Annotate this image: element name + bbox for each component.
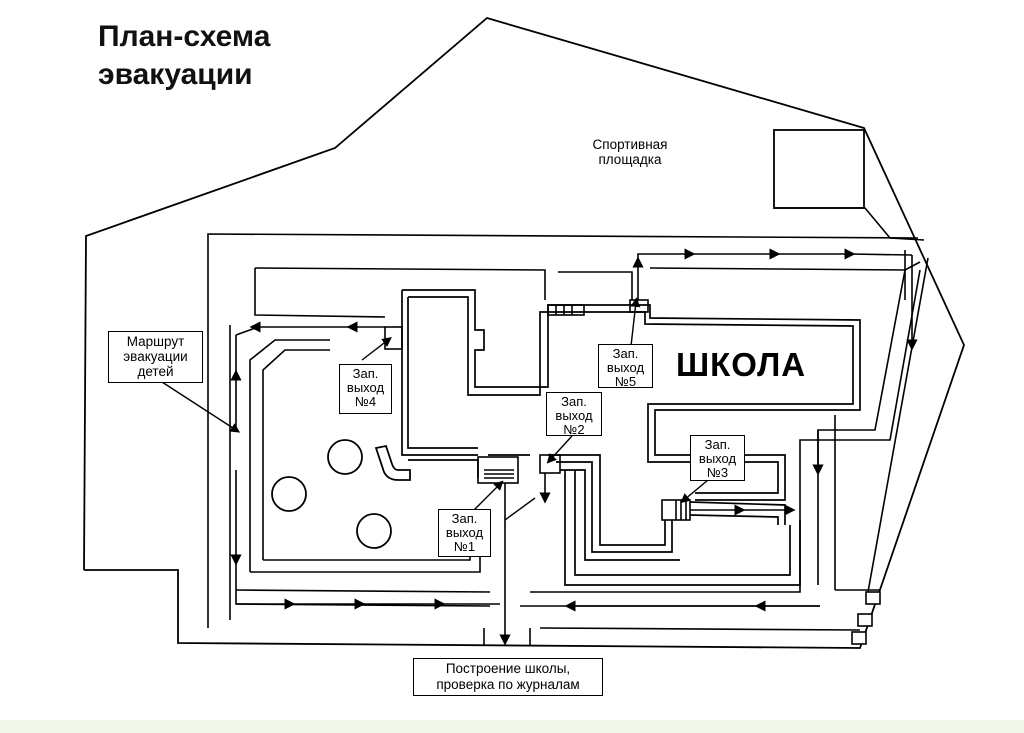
- inner-roads: [207, 233, 921, 645]
- route-label-line-2: эвакуации: [123, 349, 188, 364]
- exit-vestibules: [384, 299, 691, 521]
- exit-3-line-1: Зап.: [704, 437, 731, 452]
- page-title: План-схема эвакуации: [98, 18, 270, 94]
- exit-3-line-3: №3: [706, 465, 729, 480]
- scan-edge: [0, 720, 1024, 733]
- title-line-2: эвакуации: [98, 58, 253, 91]
- exit-1-line-3: №1: [453, 539, 476, 554]
- exit-3-line-2: выход: [698, 451, 737, 466]
- sports-ground-label-line-2: площадка: [598, 152, 662, 167]
- exit-1-line-1: Зап.: [451, 511, 478, 526]
- route-label-line-1: Маршрут: [126, 334, 185, 349]
- east-gates: [851, 591, 881, 645]
- sports-ground-fence: [774, 207, 925, 241]
- assembly-label-line-2: проверка по журналам: [436, 677, 580, 692]
- school-label: ШКОЛА: [676, 346, 807, 383]
- title-line-1: План-схема: [98, 20, 271, 53]
- exit-5-label: Зап. выход №5: [598, 344, 653, 389]
- exit-3-label: Зап. выход №3: [690, 435, 745, 481]
- route-legend-box: Маршрут эвакуации детей: [108, 331, 203, 383]
- callout-leaders: [161, 297, 715, 521]
- evacuation-routes: [230, 248, 929, 646]
- exit-2-line-2: выход: [555, 408, 593, 423]
- route-label-line-3: детей: [137, 364, 174, 379]
- exit-5-line-1: Зап.: [612, 346, 639, 361]
- exit-5-line-2: выход: [606, 360, 645, 375]
- exit-4-line-1: Зап.: [352, 366, 379, 381]
- sports-ground-label-line-1: Спортивная: [592, 137, 668, 152]
- site-boundary: [83, 16, 965, 649]
- exit-5-line-3: №5: [614, 374, 637, 389]
- sports-ground-label: Спортивная площадка: [570, 137, 690, 167]
- assembly-point-box: Построение школы, проверка по журналам: [413, 658, 603, 696]
- exit-2-line-3: №2: [563, 422, 585, 437]
- sports-ground-building: [773, 129, 865, 209]
- playground-elements: [271, 439, 411, 549]
- assembly-label-line-1: Построение школы,: [445, 661, 571, 676]
- exit-4-line-2: выход: [346, 380, 385, 395]
- exit-2-label: Зап. выход №2: [546, 392, 602, 437]
- exit-1-line-2: выход: [445, 525, 484, 540]
- exit-2-line-1: Зап.: [561, 394, 587, 409]
- exit-1-label: Зап. выход №1: [438, 509, 491, 557]
- exit-4-label: Зап. выход №4: [339, 364, 392, 414]
- exit-4-line-3: №4: [354, 394, 377, 409]
